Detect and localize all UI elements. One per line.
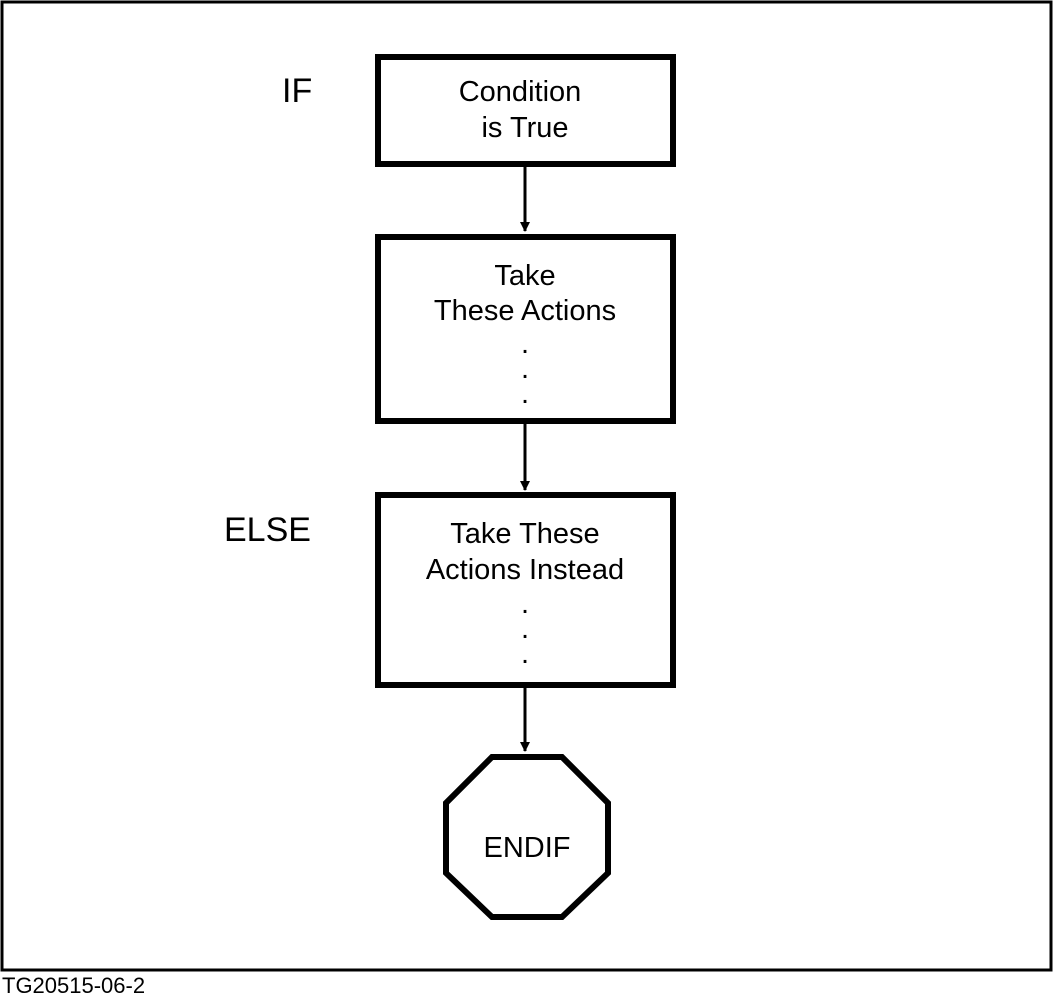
condition-box-line2: is True bbox=[481, 112, 568, 144]
diagram-frame bbox=[0, 0, 1053, 972]
else-actions-box-dot: . bbox=[521, 588, 529, 620]
actions-box-line1: Take bbox=[494, 260, 555, 292]
else-actions-box: Take These Actions Instead . . . bbox=[375, 492, 676, 688]
else-actions-box-line1: Take These bbox=[450, 518, 599, 550]
actions-box-dot: . bbox=[521, 378, 529, 410]
actions-box-dot: . bbox=[521, 328, 529, 360]
endif-label: ENDIF bbox=[484, 832, 571, 864]
actions-box-line2: These Actions bbox=[434, 295, 616, 327]
else-actions-box-line2: Actions Instead bbox=[426, 554, 624, 586]
condition-box-line1: Condition bbox=[459, 76, 582, 108]
else-actions-box-dot: . bbox=[521, 638, 529, 670]
actions-box-dot: . bbox=[521, 353, 529, 385]
condition-box: Condition is True bbox=[375, 54, 676, 167]
actions-box: Take These Actions . . . bbox=[375, 234, 676, 424]
else-keyword: ELSE bbox=[224, 511, 311, 549]
if-keyword: IF bbox=[282, 72, 312, 110]
figure-id: TG20515-06-2 bbox=[2, 973, 145, 997]
else-actions-box-dot: . bbox=[521, 613, 529, 645]
endif-octagon: ENDIF bbox=[443, 754, 611, 920]
